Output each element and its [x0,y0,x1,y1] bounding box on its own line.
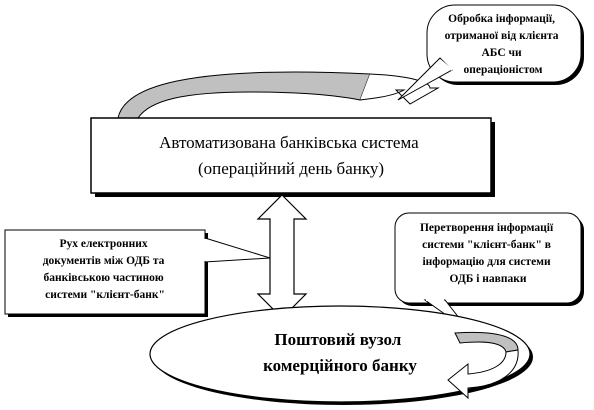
callout-top-line-1: Обробка інформації, [448,13,555,25]
svg-text:Автоматизована банківська сист: Автоматизована банківська система (опера… [159,133,423,178]
callout-left-line-3: банківською частиною [43,272,163,284]
svg-text:Перетворення інформації: Перетворення інформації системи "клієнт-… [420,222,556,285]
svg-text:Рух електронних документ: Рух електронних документів між ОДБ та ба… [43,238,168,301]
callout-left-line-1: Рух електронних [59,238,147,250]
callout-top-line-2: отриманої від клієнта [445,30,559,42]
right-curved-arrow-tail [447,349,519,400]
callout-left-line-2: документів між ОДБ та [43,255,165,267]
callout-left-pointer [204,237,271,263]
abs-box-title: Автоматизована банківська система [159,133,419,152]
right-curved-arrow [447,331,519,400]
top-curved-arrow [117,71,440,119]
svg-text:Поштовий вузол комерційн: Поштовий вузол комерційного банку [263,330,417,375]
abs-box: Автоматизована банківська система (опера… [90,117,495,197]
top-curved-arrow-body [117,71,371,119]
callout-right: Перетворення інформації системи "клієнт-… [394,212,584,333]
post-ellipse: Поштовий вузол комерційного банку [149,305,533,405]
callout-left: Рух електронних документів між ОДБ та ба… [4,229,271,317]
post-ellipse-shape [149,305,531,403]
post-ellipse-subtitle: комерційного банку [263,356,417,375]
callout-right-line-3: інформацію для системи [422,256,551,268]
callout-left-box [4,229,206,315]
callout-right-box [394,212,582,304]
callout-top-line-3: АБС чи [482,47,522,59]
abs-box-frame [90,117,492,194]
callout-right-line-4: ОДБ і навпаки [449,273,526,285]
post-ellipse-title: Поштовий вузол [274,330,401,349]
callout-right-line-2: системи "клієнт-банк" в [422,239,551,251]
svg-text:Обробка інформації, отри: Обробка інформації, отриманої від клієнт… [445,13,562,76]
callout-left-line-4: системи "клієнт-банк" [45,289,165,301]
callout-right-line-1: Перетворення інформації [420,222,554,234]
callout-top-box [426,4,582,83]
abs-box-subtitle: (операційний день банку) [198,159,384,178]
callout-top-line-4: операціоністом [464,64,543,76]
callout-top: Обробка інформації, отриманої від клієнт… [397,4,584,101]
